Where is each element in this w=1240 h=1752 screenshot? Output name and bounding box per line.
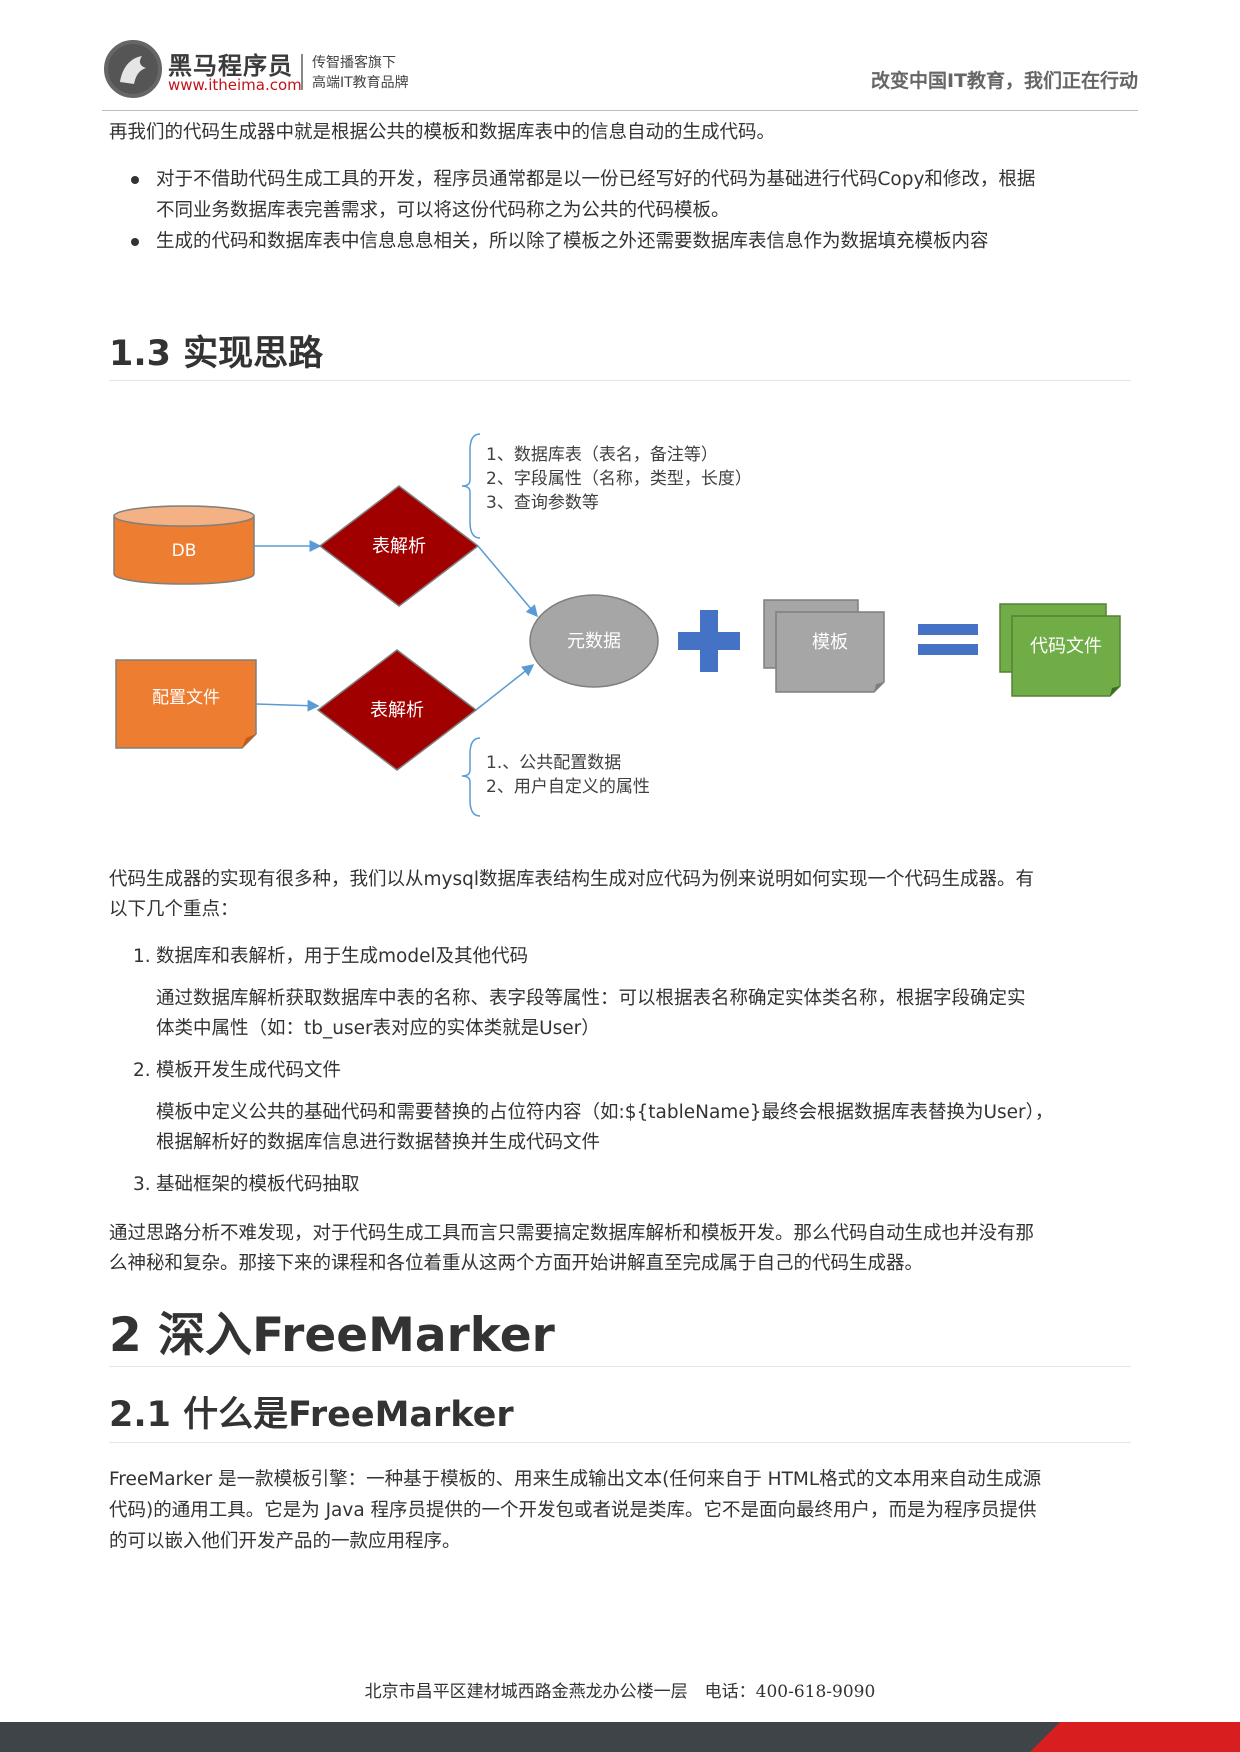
list-number-3: 3. — [133, 1174, 151, 1195]
freemarker-para-line-2: 代码)的通用工具。它是为 Java 程序员提供的一个开发包或者说是类库。它不是面… — [109, 1500, 1037, 1521]
footer-bar — [0, 1722, 1240, 1752]
section-heading-2-1: 2.1 什么是FreeMarker — [109, 1395, 514, 1435]
brand-url[interactable]: www.itheima.com — [168, 76, 302, 94]
header-divider — [301, 54, 303, 90]
metadata-label: 元数据 — [567, 631, 621, 652]
brace-bottom — [461, 737, 481, 817]
note-top-1: 1、数据库表（表名，备注等） — [486, 445, 718, 465]
arrow-parse-to-metadata-bottom — [475, 664, 535, 711]
equals-icon — [918, 624, 978, 655]
heading-rule — [109, 1366, 1131, 1367]
intro-paragraph: 再我们的代码生成器中就是根据公共的模板和数据库表中的信息自动的生成代码。 — [109, 122, 776, 143]
list-item-2-title: 模板开发生成代码文件 — [156, 1060, 342, 1081]
db-label: DB — [172, 541, 197, 561]
brace-top — [461, 433, 481, 539]
para-2-line-1: 通过思路分析不难发现，对于代码生成工具而言只需要搞定数据库解析和模板开发。那么代… — [109, 1223, 1035, 1244]
code-generator-diagram: DB 配置文件 表解析 表解析 1、数据库表（表名，备注等） 2、字段属性（名称… — [113, 433, 1121, 817]
freemarker-para-line-1: FreeMarker 是一款模板引擎：一种基于模板的、用来生成输出文本(任何来自… — [109, 1469, 1042, 1490]
note-top-3: 3、查询参数等 — [486, 493, 599, 513]
bullet-2-line-1: 生成的代码和数据库表中信息息息相关，所以除了模板之外还需要数据库表信息作为数据填… — [156, 231, 989, 252]
list-item-2-desc-2: 根据解析好的数据库信息进行数据替换并生成代码文件 — [156, 1132, 601, 1153]
heading-rule — [109, 1442, 1131, 1443]
list-item-1-desc-1: 通过数据库解析获取数据库中表的名称、表字段等属性：可以根据表名称确定实体类名称，… — [156, 988, 1026, 1009]
section-heading-1-3: 1.3 实现思路 — [109, 334, 324, 374]
list-item-1-title: 数据库和表解析，用于生成model及其他代码 — [156, 946, 529, 967]
bullet-dot — [131, 176, 139, 184]
section-heading-2: 2 深入FreeMarker — [109, 1308, 555, 1363]
freemarker-para-line-3: 的可以嵌入他们开发产品的一款应用程序。 — [109, 1531, 461, 1552]
brand-name: 黑马程序员 — [168, 52, 293, 80]
table-parse-diamond-top: 表解析 — [318, 485, 480, 607]
metadata-ellipse: 元数据 — [529, 594, 659, 688]
brand-tagline-1: 传智播客旗下 — [312, 55, 396, 71]
template-documents: 模板 — [763, 599, 885, 693]
heading-rule — [109, 380, 1131, 381]
note-top-2: 2、字段属性（名称，类型，长度） — [486, 469, 752, 489]
list-item-2-desc-1: 模板中定义公共的基础代码和需要替换的占位符内容（如:${tableName}最终… — [156, 1102, 1054, 1123]
table-parse-diamond-bottom: 表解析 — [316, 649, 478, 771]
config-file-shape: 配置文件 — [115, 659, 257, 749]
plus-icon — [678, 610, 740, 672]
bullet-1-line-1: 对于不借助代码生成工具的开发，程序员通常都是以一份已经写好的代码为基础进行代码C… — [156, 169, 1036, 190]
code-file-label: 代码文件 — [1030, 636, 1102, 657]
header-rule — [102, 110, 1138, 111]
list-item-3-title: 基础框架的模板代码抽取 — [156, 1174, 360, 1195]
arrow-parse-to-metadata-top — [477, 545, 538, 618]
db-cylinder: DB — [113, 505, 255, 585]
para-1-line-2: 以下几个重点： — [109, 899, 239, 920]
para-1-line-1: 代码生成器的实现有很多种，我们以从mysql数据库表结构生成对应代码为例来说明如… — [109, 869, 1034, 890]
arrow-config-to-parse — [255, 699, 320, 712]
note-bottom-2: 2、用户自定义的属性 — [486, 777, 650, 797]
footer-accent — [1030, 1722, 1240, 1752]
brand-tagline-2: 高端IT教育品牌 — [312, 75, 409, 91]
list-number-1: 1. — [133, 946, 151, 967]
header-slogan: 改变中国IT教育，我们正在行动 — [870, 70, 1138, 92]
logo-horse-icon — [104, 40, 162, 98]
note-bottom-1: 1.、公共配置数据 — [486, 753, 621, 773]
bullet-1-line-2: 不同业务数据库表完善需求，可以将这份代码称之为公共的代码模板。 — [156, 200, 730, 221]
list-item-1-desc-2: 体类中属性（如：tb_user表对应的实体类就是User） — [156, 1018, 600, 1039]
para-2-line-2: 么神秘和复杂。那接下来的课程和各位着重从这两个方面开始讲解直至完成属于自己的代码… — [109, 1253, 924, 1274]
template-label: 模板 — [812, 632, 848, 653]
table-parse-top-label: 表解析 — [372, 536, 426, 557]
code-file-documents: 代码文件 — [999, 603, 1121, 697]
config-file-label: 配置文件 — [152, 688, 220, 708]
list-number-2: 2. — [133, 1060, 151, 1081]
bullet-dot — [131, 238, 139, 246]
table-parse-bottom-label: 表解析 — [370, 700, 424, 721]
footer-address: 北京市昌平区建材城西路金燕龙办公楼一层 电话：400-618-9090 — [364, 1682, 876, 1702]
